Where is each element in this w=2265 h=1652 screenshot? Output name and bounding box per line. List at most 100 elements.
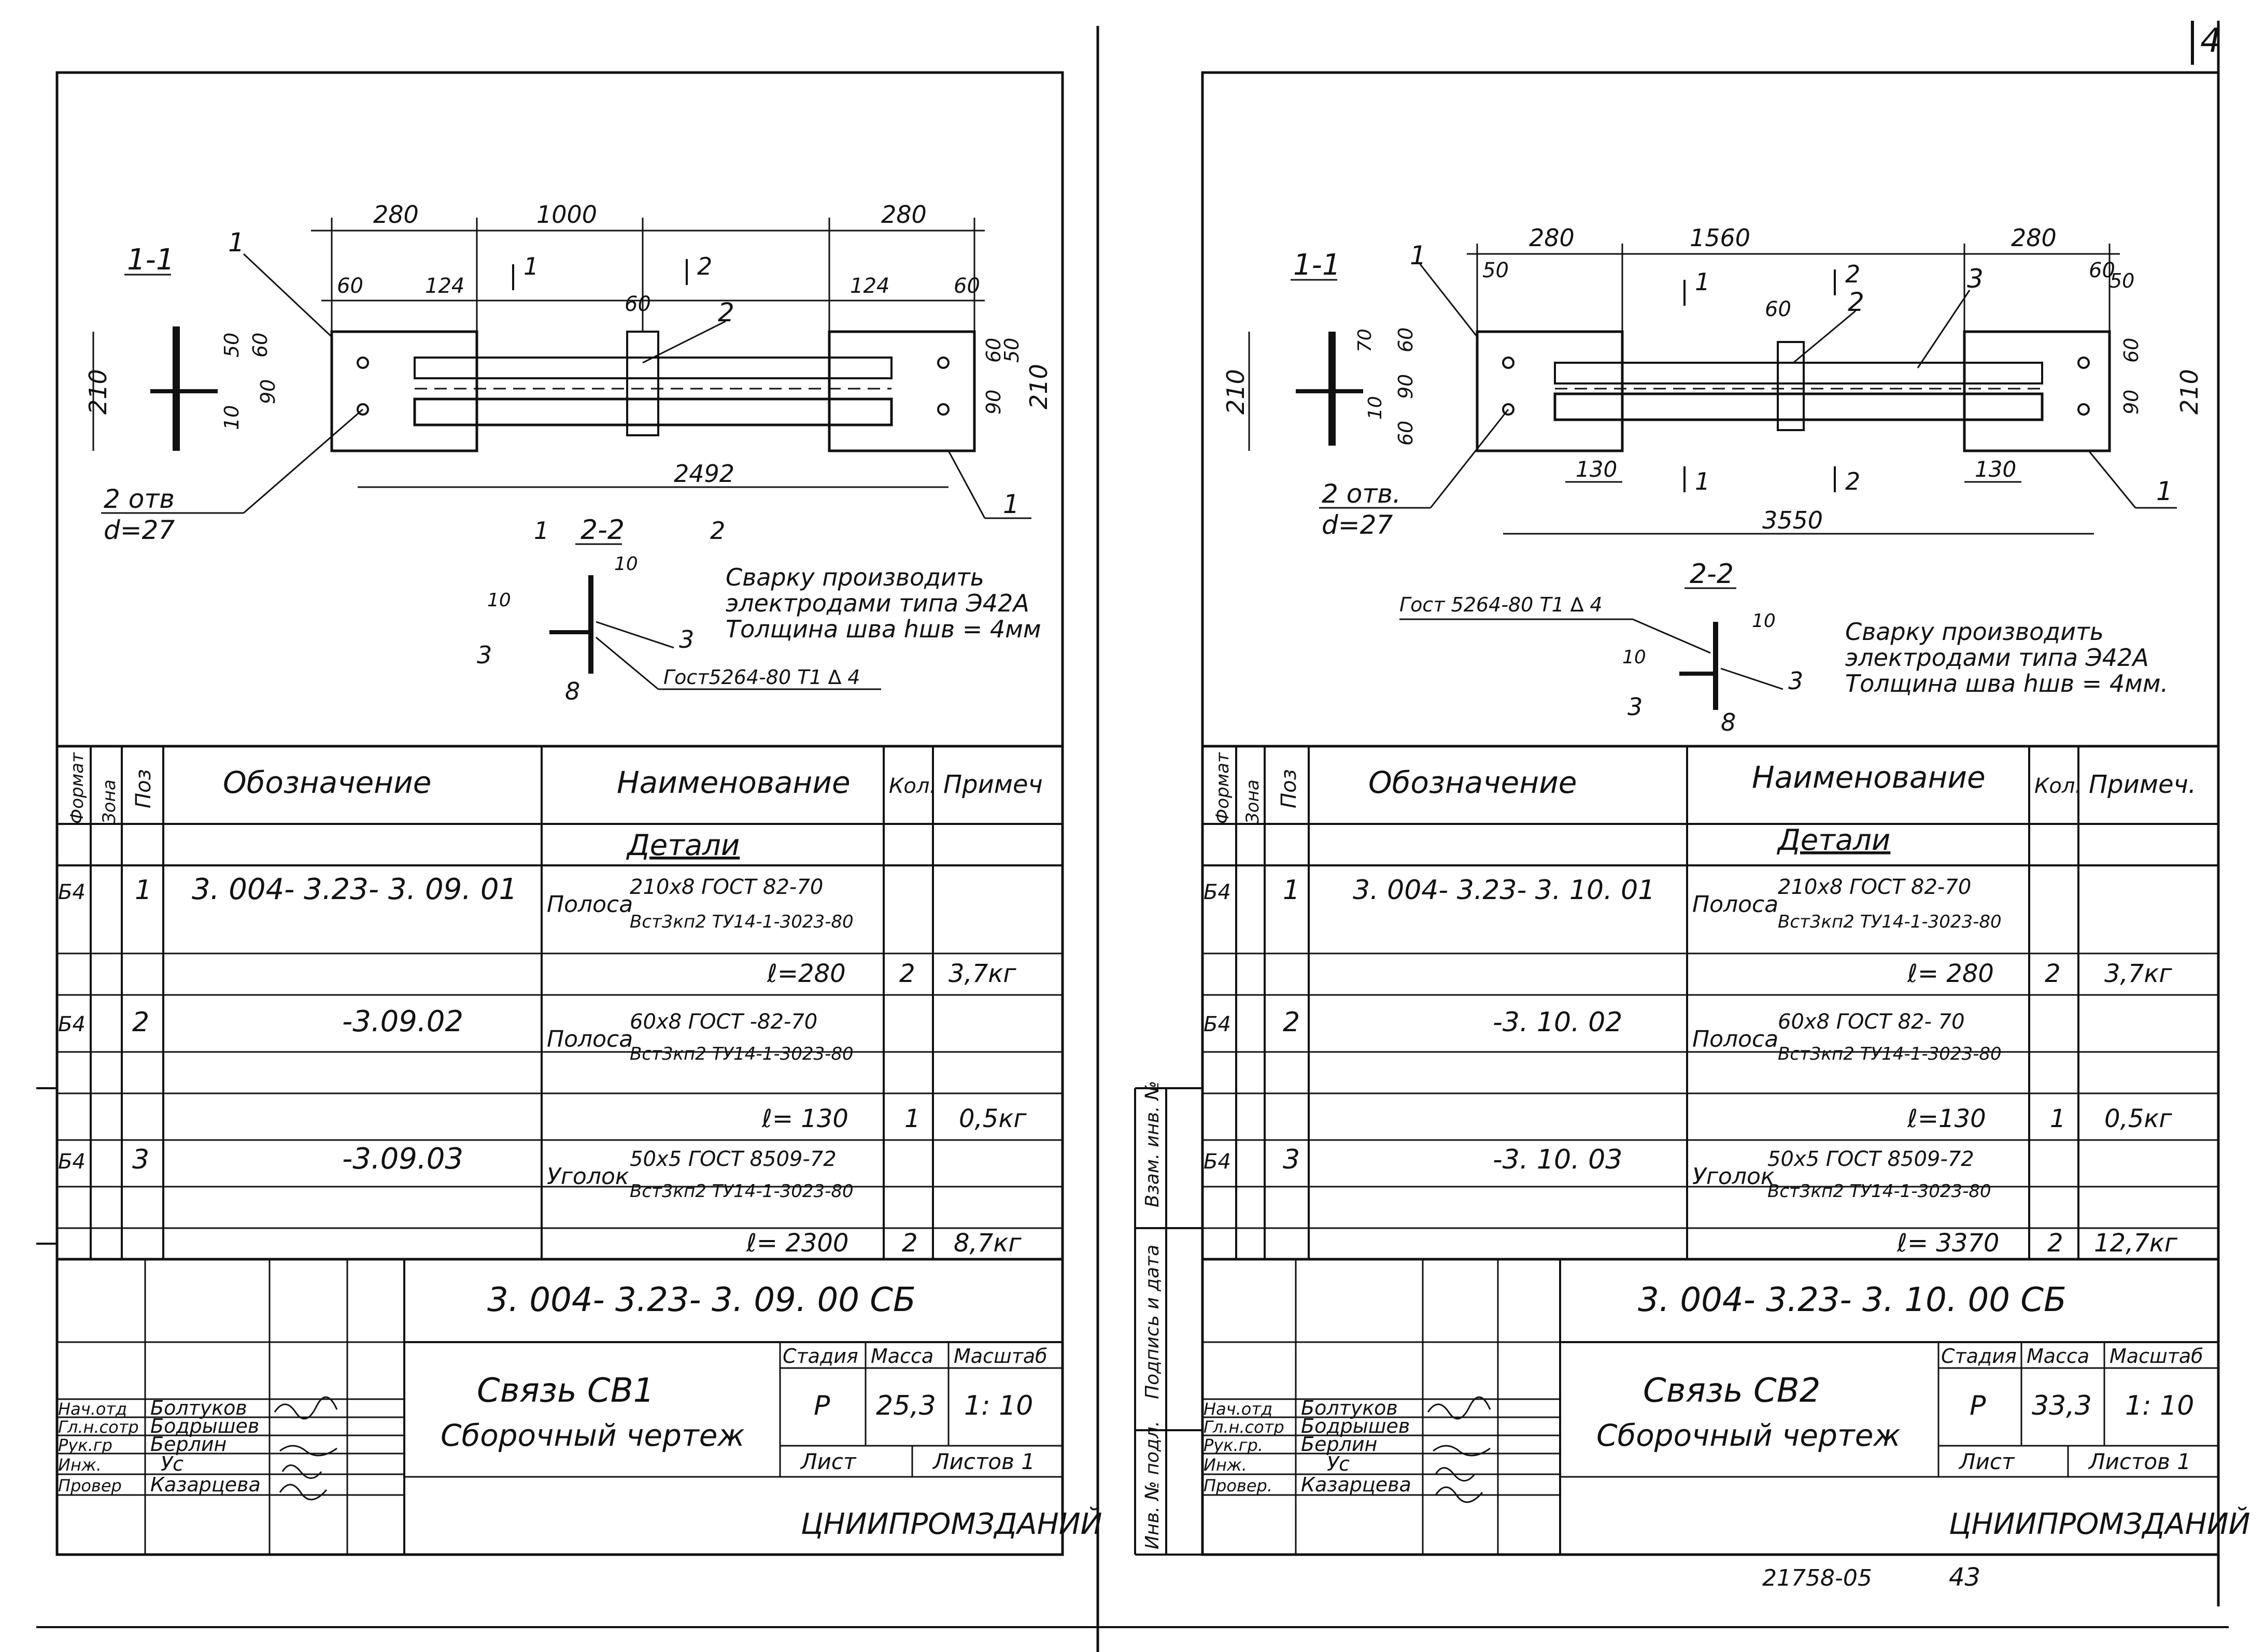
cut-2-marker: 2 xyxy=(697,252,712,280)
weld-ref: Гост5264-80 Т1 ∆ 4 xyxy=(663,666,860,689)
row-1-pos: 1 xyxy=(135,875,152,906)
leader xyxy=(596,636,659,690)
stamp-replace-inv: Взам. инв. № xyxy=(1142,1081,1163,1207)
scale-header: Масштаб xyxy=(2110,1345,2203,1368)
th-zone: Зона xyxy=(99,779,120,824)
bolt-hole xyxy=(357,403,369,416)
dim-overall: 2492 xyxy=(674,460,734,488)
vdim-left-3: 10 xyxy=(220,405,243,430)
part-name: Связь СВ1 xyxy=(477,1372,654,1410)
dim-210-right: 210 xyxy=(1025,364,1053,409)
section-2-2-label: 2-2 xyxy=(1690,559,1734,590)
sect-dim-0: 10 xyxy=(1752,610,1776,632)
corner-mark: 4 xyxy=(2200,22,2221,60)
signer-0: Болтуков xyxy=(150,1397,247,1419)
row-2-name: Полоса xyxy=(547,1026,633,1052)
row-2-qty: 1 xyxy=(904,1104,921,1133)
bolt-hole xyxy=(2077,357,2090,369)
holes-diameter: d=27 xyxy=(1322,510,1393,540)
scale-value: 1: 10 xyxy=(2125,1390,2194,1421)
row-3-note: 12,7кг xyxy=(2094,1229,2178,1258)
th-pos: Поз xyxy=(1277,769,1301,808)
row-2-name: Полоса xyxy=(1692,1026,1778,1052)
leader xyxy=(243,253,333,338)
dim-top-1: 1560 xyxy=(1690,224,1750,252)
assembly-drawing-2: 1-1 210 280 1560 280 50 60 xyxy=(1222,224,2203,736)
dim-bottom-0: 130 xyxy=(1576,457,1617,482)
holes-label: 2 отв. xyxy=(1322,479,1401,509)
row-1-name: Полоса xyxy=(547,891,633,918)
dim-inner-0: 50 xyxy=(1482,259,1509,282)
row-2-pos: 2 xyxy=(132,1007,149,1038)
signer-3: Ус xyxy=(161,1452,183,1475)
dim-bottom-1: 130 xyxy=(1975,457,2016,482)
weld-ref: Гост 5264-80 Т1 ∆ 4 xyxy=(1399,593,1603,616)
signature xyxy=(279,1484,328,1501)
vdim-right-2: 50 xyxy=(1000,338,1023,363)
mass-value: 33,3 xyxy=(2032,1390,2092,1421)
scale-value: 1: 10 xyxy=(964,1390,1033,1421)
section-details: Детали xyxy=(626,829,740,862)
scale-header: Масштаб xyxy=(954,1345,1047,1368)
holes-label: 2 отв xyxy=(104,484,175,514)
cut-1-marker-b: 1 xyxy=(1695,467,1710,495)
angle-bar-bottom xyxy=(1553,392,2044,421)
album-number: 21758-05 xyxy=(1762,1565,1872,1591)
stamp-signature-date: Подпись и дата xyxy=(1142,1245,1163,1399)
sect-pos-1: 3 xyxy=(1788,667,1803,695)
sheet-2: Взам. инв. № Подпись и дата Инв. № подл.… xyxy=(1134,71,2250,1592)
row-3-name: Уголок xyxy=(1692,1163,1775,1190)
leader xyxy=(243,408,363,514)
leader xyxy=(1419,264,1478,337)
row-1-length: ℓ=280 xyxy=(767,959,846,988)
gusset-right xyxy=(1963,330,2111,452)
org-name: ЦНИИПРОМЗДАНИЙ xyxy=(801,1507,1102,1541)
role-1: Гл.н.сотр xyxy=(58,1417,139,1437)
pos-label-1b: 1 xyxy=(2156,476,2173,506)
vdim-left-1: 60 xyxy=(249,333,272,358)
vdim-left-1: 60 xyxy=(1394,327,1417,352)
th-qty: Кол. xyxy=(889,774,936,798)
spec-table-2: Формат Зона Поз Обозначение Наименование… xyxy=(1202,745,2218,1261)
section-2-2-label: 2-2 xyxy=(581,515,625,546)
role-2: Рук.гр. xyxy=(1204,1435,1263,1455)
th-name: Наименование xyxy=(1752,760,1986,795)
holes-diameter: d=27 xyxy=(104,515,175,545)
row-1-qty: 2 xyxy=(899,959,915,988)
row-2-note: 0,5кг xyxy=(2104,1104,2172,1133)
vdim-left-3: 60 xyxy=(1394,421,1417,446)
stage-value: Р xyxy=(1970,1390,1986,1421)
angle-bar-top xyxy=(414,357,893,379)
bolt-hole xyxy=(1502,403,1514,416)
section-1-1-label: 1-1 xyxy=(1293,248,1340,282)
leader xyxy=(642,320,726,364)
signer-0: Болтуков xyxy=(1301,1397,1398,1419)
row-1-designation: 3. 004- 3.23- 3. 10. 01 xyxy=(1353,875,1655,906)
row-3-qty: 2 xyxy=(2047,1229,2063,1258)
row-3-designation: -3. 10. 03 xyxy=(1493,1144,1622,1175)
row-1-pos: 1 xyxy=(1283,875,1300,906)
leader xyxy=(2088,450,2136,508)
pos-label-1b: 1 xyxy=(1003,489,1020,519)
vdim-right-2: 50 xyxy=(2110,269,2134,292)
note-line-3: Толщина шва hшв = 4мм. xyxy=(1845,670,2168,697)
row-2-name-sub1: 60х8 ГОСТ 82- 70 xyxy=(1778,1010,1965,1034)
sect-pos-0: 3 xyxy=(477,641,492,669)
sect-dim-2: 8 xyxy=(565,677,580,705)
signature xyxy=(1427,1396,1491,1420)
th-designation: Обозначение xyxy=(1368,765,1577,800)
pos-label-2: 2 xyxy=(718,297,734,327)
leader xyxy=(596,621,674,649)
signer-1: Бодрышев xyxy=(150,1415,259,1437)
row-3-name-sub1: 50х5 ГОСТ 8509-72 xyxy=(630,1147,837,1171)
row-3-name-sub2: Вст3кп2 ТУ14-1-3023-80 xyxy=(1767,1181,1991,1202)
cut-1-marker: 1 xyxy=(523,252,539,280)
signature xyxy=(1433,1445,1491,1457)
signer-2: Берлин xyxy=(150,1433,227,1456)
leader xyxy=(1917,290,1971,368)
dim-inner-3: 124 xyxy=(850,274,889,298)
doc-code: 3. 004- 3.23- 3. 09. 00 СБ xyxy=(487,1281,916,1319)
dim-top-2: 280 xyxy=(2011,224,2057,252)
row-3-name-sub2: Вст3кп2 ТУ14-1-3023-80 xyxy=(630,1181,854,1202)
gusset-left xyxy=(330,330,478,452)
